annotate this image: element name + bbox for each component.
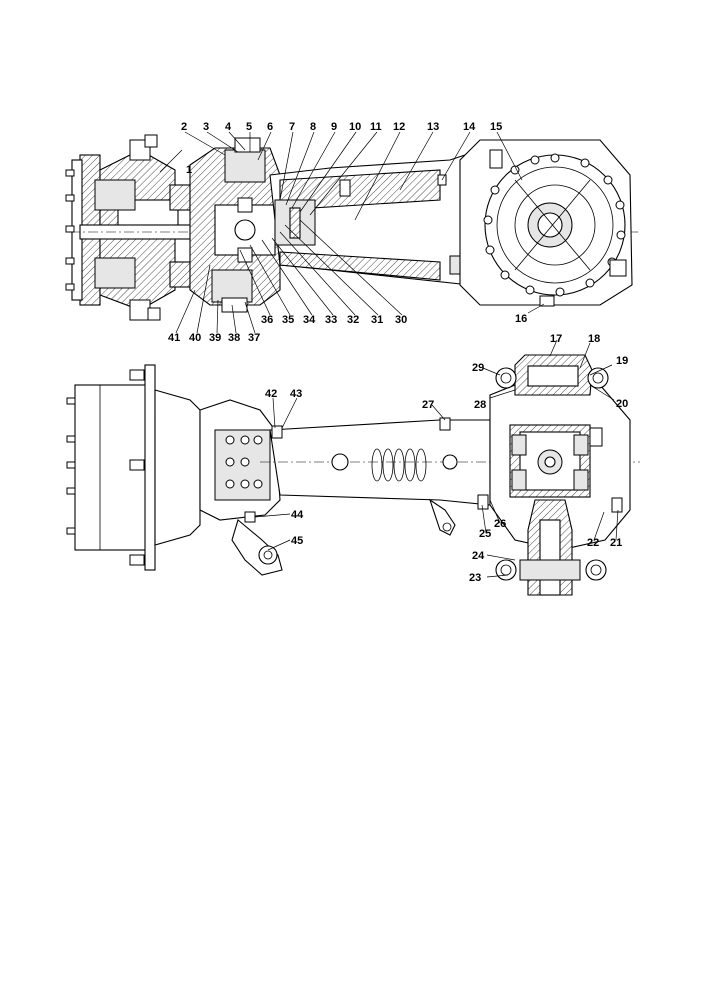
callout-38: 38	[228, 332, 240, 344]
callout-35: 35	[282, 314, 294, 326]
callout-22: 22	[587, 537, 599, 549]
callout-40: 40	[189, 332, 201, 344]
callout-8: 8	[310, 121, 316, 133]
callout-21: 21	[610, 537, 622, 549]
callout-26: 26	[494, 518, 506, 530]
callout-27: 27	[422, 399, 434, 411]
callout-3: 3	[203, 121, 209, 133]
callout-31: 31	[371, 314, 383, 326]
callout-39: 39	[209, 332, 221, 344]
callout-20: 20	[616, 398, 628, 410]
callout-23: 23	[469, 572, 481, 584]
callout-6: 6	[267, 121, 273, 133]
callout-45: 45	[291, 535, 303, 547]
callout-32: 32	[347, 314, 359, 326]
housing-bolt-ring	[483, 153, 626, 297]
wheel-flange-plan	[66, 364, 201, 571]
callout-10: 10	[349, 121, 361, 133]
callout-7: 7	[289, 121, 295, 133]
flange-stud-column	[66, 397, 76, 535]
callout-14: 14	[463, 121, 476, 133]
callout-4: 4	[225, 121, 232, 133]
callout-24: 24	[472, 550, 485, 562]
callout-41: 41	[168, 332, 180, 344]
callout-33: 33	[325, 314, 337, 326]
hub-stud-row	[65, 169, 75, 291]
callout-43: 43	[290, 388, 302, 400]
callout-44: 44	[291, 509, 304, 521]
callout-15: 15	[490, 121, 502, 133]
callout-29: 29	[472, 362, 484, 374]
callout-12: 12	[393, 121, 405, 133]
callout-1: 1	[186, 164, 192, 176]
callout-2: 2	[181, 121, 187, 133]
axle-tube-plan	[260, 417, 640, 536]
callout-19: 19	[616, 355, 628, 367]
callout-17: 17	[550, 333, 562, 345]
steering-knuckle	[189, 137, 281, 313]
callout-5: 5	[246, 121, 252, 133]
differential-housing-end-view	[459, 139, 633, 307]
callout-37: 37	[248, 332, 260, 344]
bottom-plan-view	[66, 354, 640, 596]
callout-11: 11	[370, 121, 382, 133]
breather-coils	[371, 448, 427, 482]
knuckle-plan	[199, 399, 283, 576]
callout-30: 30	[395, 314, 407, 326]
callout-28: 28	[474, 399, 486, 411]
callout-18: 18	[588, 333, 600, 345]
callout-36: 36	[261, 314, 273, 326]
callout-25: 25	[479, 528, 491, 540]
leader-lines	[159, 131, 619, 578]
callout-16: 16	[515, 313, 527, 325]
differential-plan	[477, 354, 631, 596]
callouts: 1 2 3 4 5 6 7 8 9 10 11 12 13 14 15 16 3…	[168, 121, 628, 584]
callout-13: 13	[427, 121, 439, 133]
callout-9: 9	[331, 121, 337, 133]
callout-34: 34	[303, 314, 316, 326]
top-sectional-view	[65, 134, 640, 321]
callout-42: 42	[265, 388, 277, 400]
